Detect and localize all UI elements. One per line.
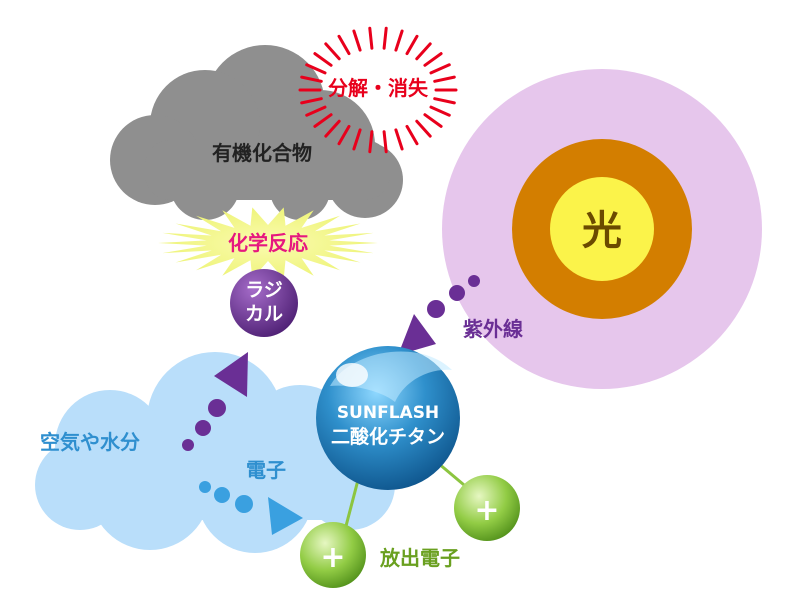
tio2-label: 二酸化チタン [331,425,445,448]
burst-ray [300,97,323,105]
burst-ray [433,97,456,105]
burst-ray [368,26,374,50]
burst-ray [433,75,456,83]
radical-arrow [182,352,248,451]
uv-arrow [398,275,480,355]
burst-ray [313,113,333,128]
electron-arrowhead-icon [268,497,303,535]
reaction-glow [158,207,378,279]
light-core [550,177,654,281]
burst-ray [405,34,419,56]
sunflash-label: SUNFLASH [337,403,439,423]
burst-ray [382,26,388,50]
burst-ray [352,29,362,52]
burst-ray [300,75,323,83]
burst-ray [368,130,374,154]
plus-ball-left: + [300,522,366,588]
burst-ray [423,52,443,67]
organic-label: 有機化合物 [212,141,312,165]
burst-ray [415,119,432,138]
uv-arrowhead-icon [398,314,436,355]
burst-ray [305,63,327,75]
decompose-label: 分解・消失 [328,76,429,100]
plus-label-left: + [320,540,345,575]
burst-ray [337,124,351,146]
burst-ray [305,105,327,117]
light-label: 光 [582,208,622,254]
radical-label-line2: カル [245,303,283,325]
connector-line-left [344,479,360,527]
burst-ray [324,42,341,61]
electron-arrow [199,481,303,535]
light-source: 光 [442,69,762,389]
burst-ray [382,130,388,154]
air-water-label: 空気や水分 [40,430,140,454]
burst-icon [298,26,458,154]
burst-ray [394,128,404,151]
organic-cloud [110,45,403,220]
radical-ball: ラジ カル [230,269,298,337]
burst-ray [313,52,333,67]
burst-ray [415,42,432,61]
radical-arrowhead-icon [214,352,248,397]
burst-ray [429,105,451,117]
burst-ray [324,119,341,138]
plus-label-right: + [474,493,499,528]
burst-ray [337,34,351,56]
plus-ball-right: + [454,475,520,541]
air-cloud [35,352,395,553]
electron-label: 電子 [246,458,286,482]
burst-ray [352,128,362,151]
burst-ray [429,63,451,75]
burst-ray [405,124,419,146]
tio2-sphere: SUNFLASH 二酸化チタン [316,346,460,490]
reaction-label: 化学反応 [228,231,308,255]
burst-ray [423,113,443,128]
burst-ray [394,29,404,52]
radical-label-line1: ラジ [245,279,283,301]
emitted-label: 放出電子 [379,546,460,570]
uv-label: 紫外線 [463,317,523,341]
